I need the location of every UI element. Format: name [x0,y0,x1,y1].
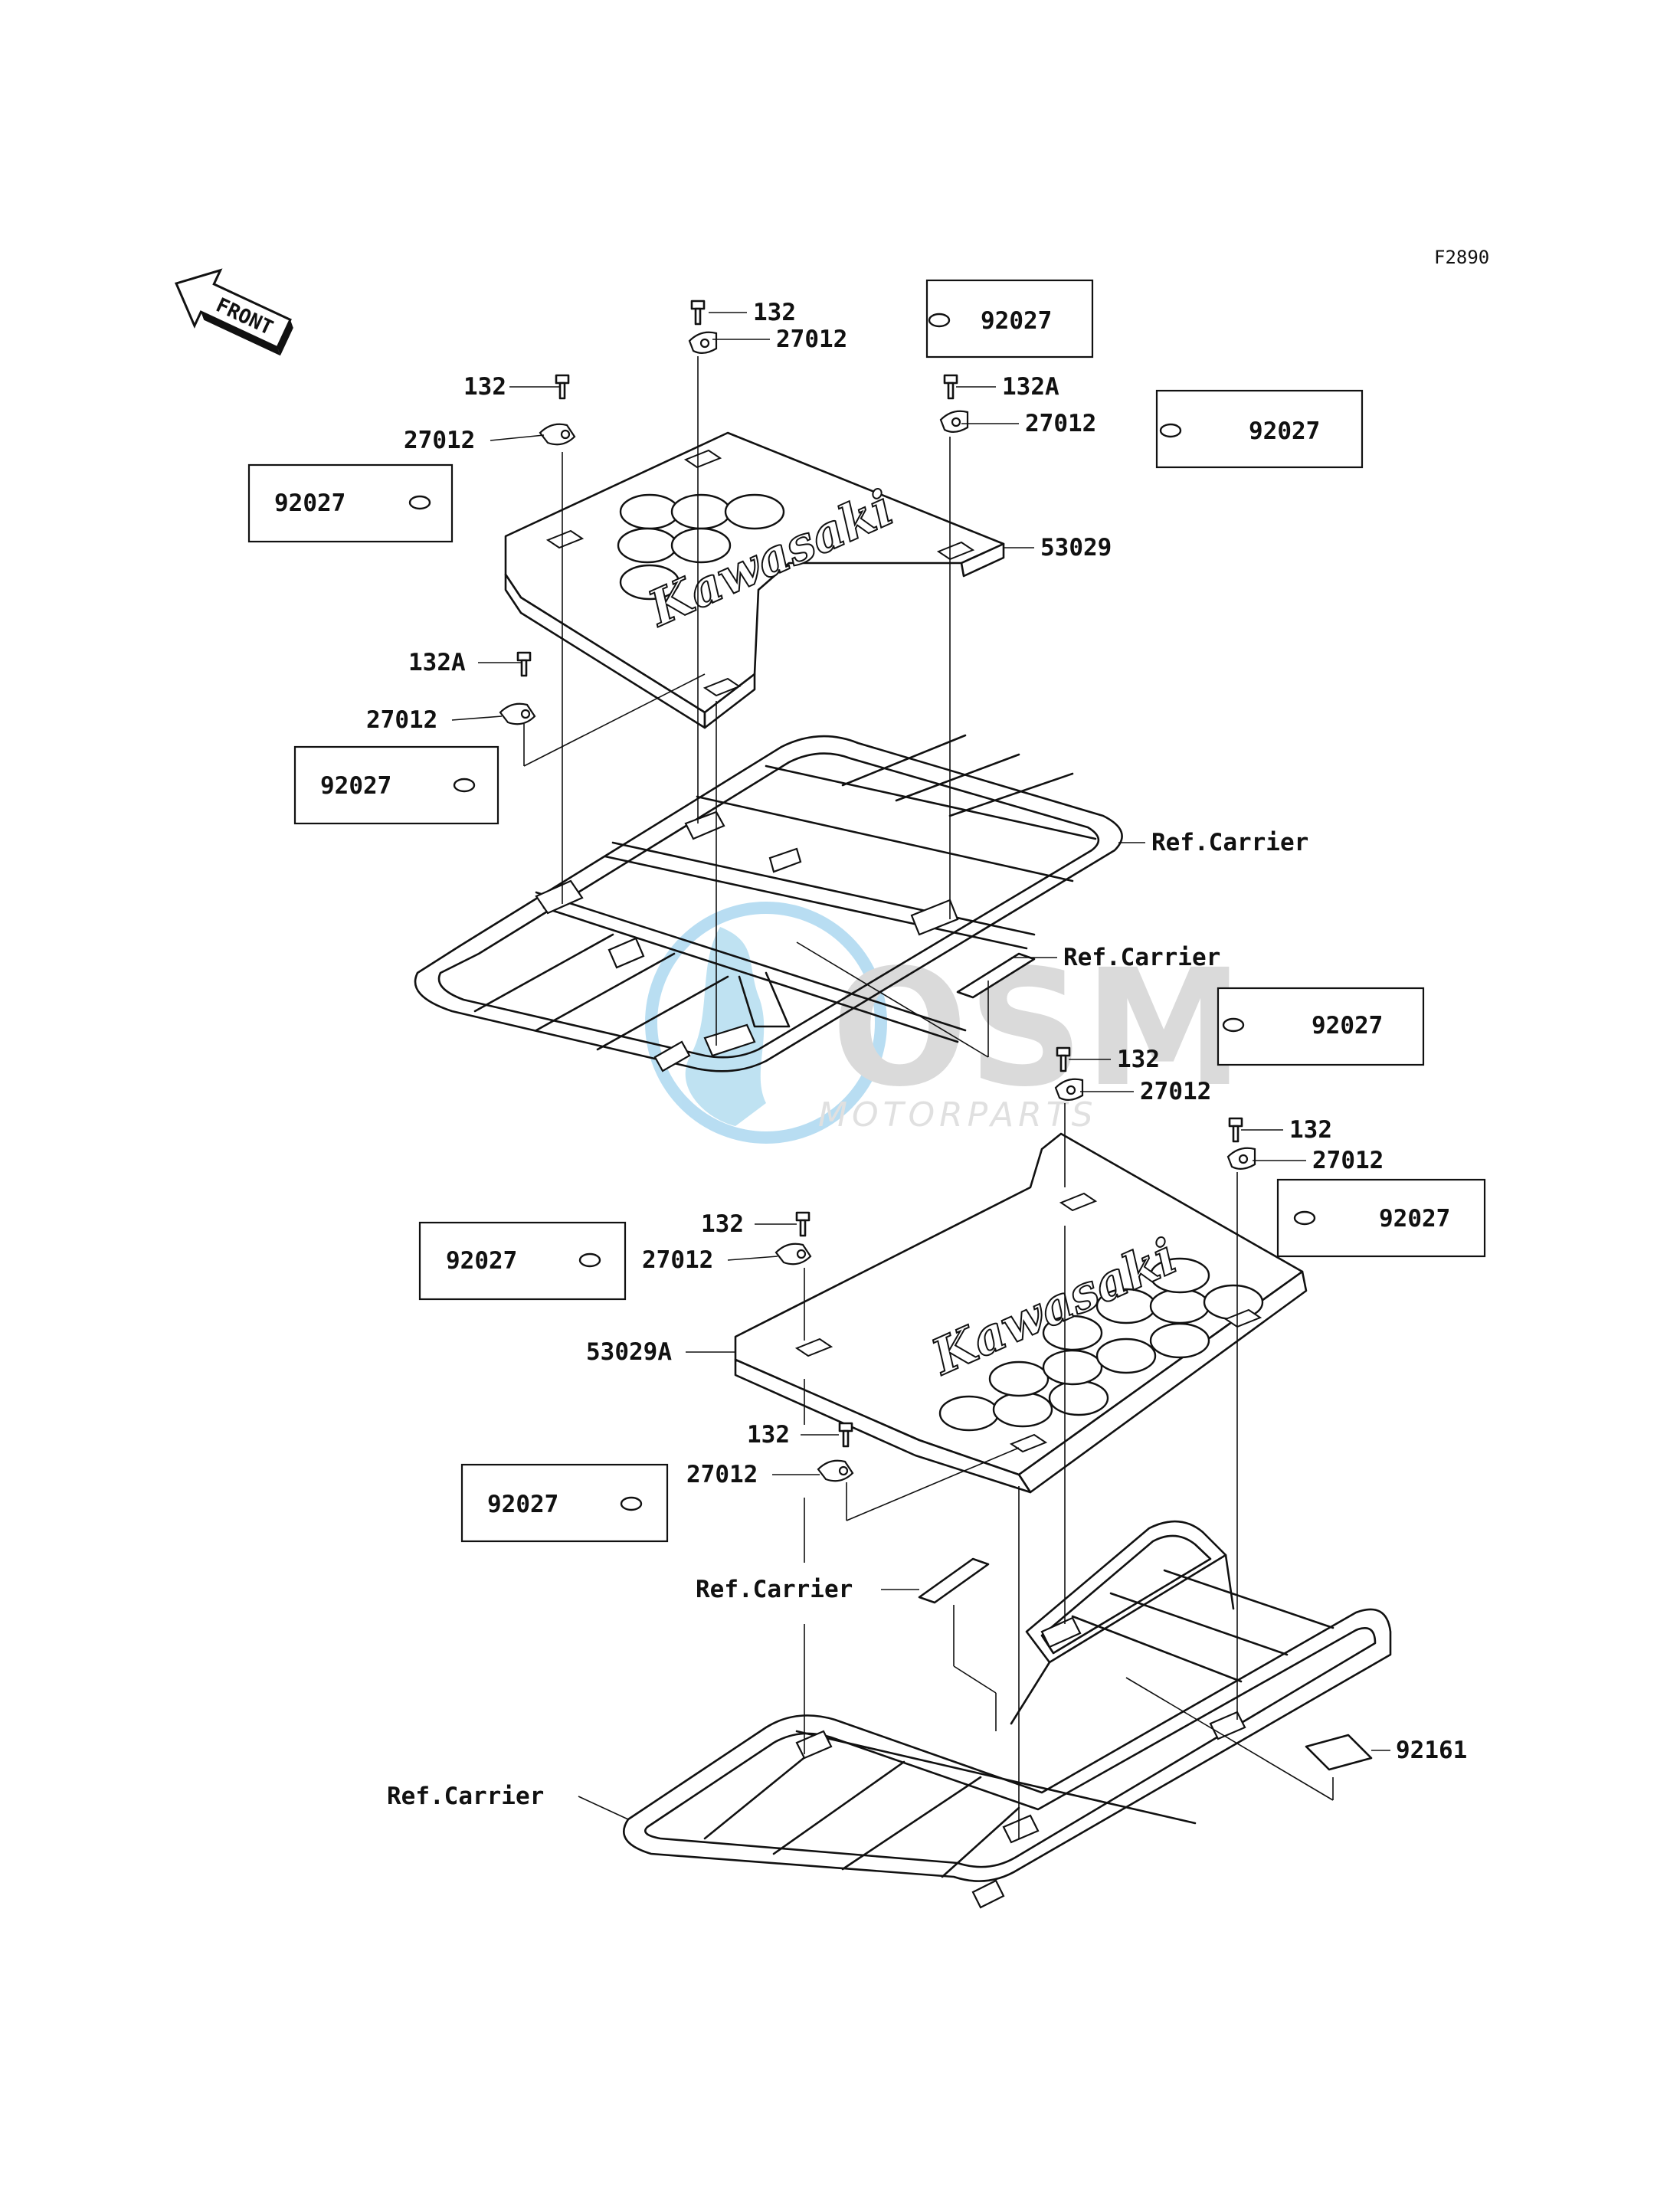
ref-carrier-label: Ref.Carrier [1063,944,1220,971]
decal-icon [956,952,1036,999]
washer-callout-boxes: 92027 92027 92027 92027 92027 92027 9202… [247,279,1486,1543]
ref-carrier-label: Ref.Carrier [696,1576,853,1603]
clip-27012-label: 27012 [1025,410,1096,437]
watermark-subtitle: MOTORPARTS [818,1095,1098,1135]
watermark: OSM MOTORPARTS [645,902,1244,1144]
clip-27012-label: 27012 [1312,1147,1384,1174]
clip-27012-label: 27012 [1140,1078,1211,1105]
front-carrier-mat-53029: Kawasaki [504,431,1005,729]
hardware-group [499,300,1373,1771]
bolt-132a-label: 132A [408,649,466,676]
washer-92027-label: 92027 [446,1247,517,1275]
washer-92027-label: 92027 [1312,1012,1383,1040]
clip-27012-label: 27012 [366,706,437,734]
front-carrier-frame [414,734,1123,1072]
part-labels: 132 27012 132 27012 132A 27012 53029 132… [366,299,1467,1810]
washer-92027-label: 92027 [1249,417,1320,445]
clip-27012-label: 27012 [404,427,475,454]
washer-92027-label: 92027 [320,772,391,800]
mat-53029-label: 53029 [1040,534,1112,562]
leader-lines [366,312,1390,1838]
decal-icon [918,1557,990,1604]
label-92161-icon [1305,1734,1373,1771]
clip-icon [499,331,1256,1482]
label-92161-label: 92161 [1396,1737,1467,1764]
front-arrow-icon: FRONT [174,268,293,356]
washer-92027-label: 92027 [1379,1205,1450,1233]
ref-carrier-label: Ref.Carrier [387,1783,544,1810]
washer-92027-label: 92027 [487,1491,558,1518]
washer-92027-label: 92027 [981,307,1052,335]
bolt-icon [516,300,1243,1448]
mat-53029a-label: 53029A [586,1338,672,1366]
washer-92027-label: 92027 [274,489,345,517]
bolt-132-label: 132 [753,299,796,326]
bolt-132-label: 132 [1289,1116,1332,1144]
bolt-132-label: 132 [701,1210,744,1238]
diagram-id: F2890 [1434,247,1489,268]
rear-carrier-mat-53029a: Kawasaki [734,1132,1308,1494]
clip-27012-label: 27012 [642,1246,713,1274]
ref-carrier-label: Ref.Carrier [1151,829,1308,856]
bolt-132-label: 132 [747,1421,790,1449]
bolt-132-label: 132 [1117,1046,1160,1073]
clip-27012-label: 27012 [686,1461,758,1488]
clip-27012-label: 27012 [776,326,847,353]
bolt-132-label: 132 [463,373,506,401]
bolt-132a-label: 132A [1002,373,1059,401]
